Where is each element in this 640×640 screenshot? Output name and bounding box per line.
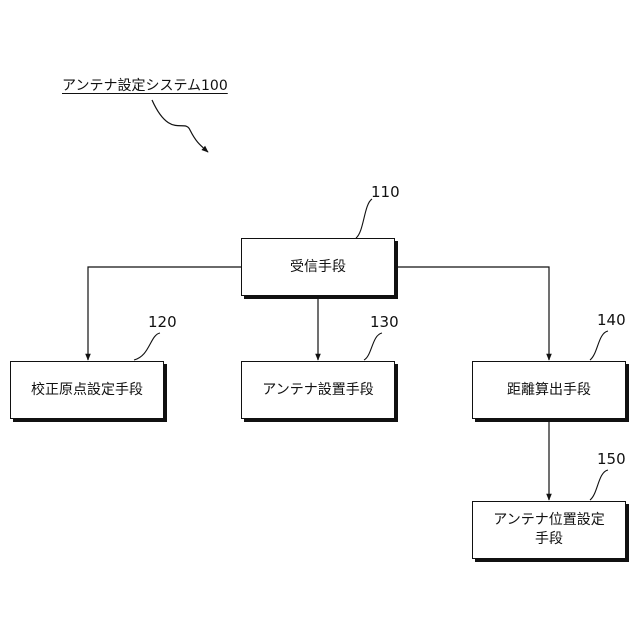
ref-leader-140 [590, 331, 608, 360]
distance-calc-box: 距離算出手段 [472, 361, 626, 419]
ref-leader-150 [590, 470, 608, 500]
ref-leader-110 [356, 199, 372, 238]
ref-number-140: 140 [597, 311, 626, 329]
distance-calc-label: 距離算出手段 [507, 381, 591, 400]
ref-number-120: 120 [148, 313, 177, 331]
calibration-origin-box: 校正原点設定手段 [10, 361, 164, 419]
ref-leader-130 [364, 333, 382, 360]
antenna-install-box: アンテナ設置手段 [241, 361, 395, 419]
antenna-position-label-line2: 手段 [493, 530, 604, 549]
antenna-position-box: アンテナ位置設定 手段 [472, 501, 626, 559]
title-pointer-arrow [152, 100, 208, 152]
ref-number-110: 110 [371, 183, 400, 201]
system-title: アンテナ設定システム100 [62, 75, 228, 95]
antenna-install-label: アンテナ設置手段 [262, 381, 373, 400]
calibration-origin-label: 校正原点設定手段 [31, 381, 143, 400]
antenna-position-label-line1: アンテナ位置設定 [493, 511, 604, 530]
receiver-box: 受信手段 [241, 238, 395, 296]
ref-number-150: 150 [597, 450, 626, 468]
ref-number-130: 130 [370, 313, 399, 331]
receiver-label: 受信手段 [290, 258, 346, 277]
ref-leader-120 [134, 333, 160, 360]
edge-receiver-to-distance-calc [395, 267, 549, 360]
